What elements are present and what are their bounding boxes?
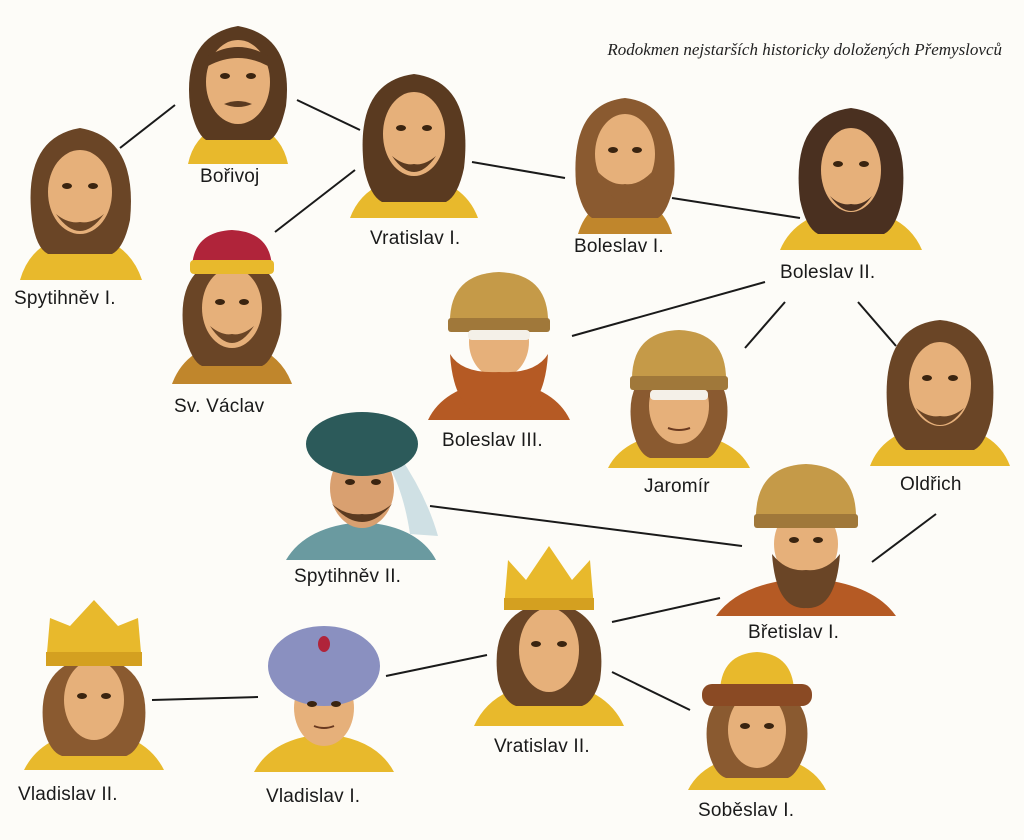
name-vladislav1: Vladislav I. xyxy=(266,786,360,808)
person-spytihnev2: Spytihněv II. xyxy=(286,404,446,594)
link-bretislav1-vratislav2 xyxy=(612,598,720,622)
person-spytihnev1: Spytihněv I. xyxy=(12,120,152,320)
name-borivoj: Bořivoj xyxy=(200,166,259,188)
portrait-vratislav2 xyxy=(474,540,624,726)
person-vratislav2: Vratislav II. xyxy=(474,540,624,768)
portrait-jaromir xyxy=(604,328,754,468)
name-bretislav1: Břetislav I. xyxy=(748,622,839,644)
name-svvaclav: Sv. Václav xyxy=(174,396,264,418)
portrait-boleslav2 xyxy=(776,104,926,250)
person-vladislav2: Vladislav II. xyxy=(24,600,164,812)
portrait-spytihnev1 xyxy=(12,120,152,280)
name-spytihnev2: Spytihněv II. xyxy=(294,566,401,588)
person-svvaclav: Sv. Václav xyxy=(162,224,302,424)
portrait-boleslav3 xyxy=(424,270,574,420)
person-boleslav3: Boleslav III. xyxy=(424,270,574,460)
name-jaromir: Jaromír xyxy=(644,476,710,498)
portrait-svvaclav xyxy=(162,224,302,384)
name-vladislav2: Vladislav II. xyxy=(18,784,118,806)
link-vratislav1-svvaclav xyxy=(275,170,355,232)
person-boleslav2: Boleslav II. xyxy=(776,104,926,294)
name-oldrich: Oldřich xyxy=(900,474,962,496)
name-sobeslav1: Soběslav I. xyxy=(698,800,794,822)
person-sobeslav1: Soběslav I. xyxy=(682,650,832,828)
name-vratislav1: Vratislav I. xyxy=(370,228,460,250)
link-vladislav1-vladislav2 xyxy=(152,697,258,700)
portrait-vladislav2 xyxy=(24,600,164,770)
portrait-oldrich xyxy=(866,316,1014,466)
portrait-vratislav1 xyxy=(344,68,484,218)
link-vratislav1-boleslav1 xyxy=(472,162,565,178)
name-boleslav2: Boleslav II. xyxy=(780,262,875,284)
name-boleslav1: Boleslav I. xyxy=(574,236,664,258)
portrait-spytihnev2 xyxy=(286,404,446,560)
name-boleslav3: Boleslav III. xyxy=(442,430,543,452)
name-spytihnev1: Spytihněv I. xyxy=(14,288,116,310)
portrait-borivoj xyxy=(168,14,308,164)
person-boleslav1: Boleslav I. xyxy=(560,94,690,264)
portrait-sobeslav1 xyxy=(682,650,832,790)
person-bretislav1: Břetislav I. xyxy=(716,462,896,652)
name-vratislav2: Vratislav II. xyxy=(494,736,590,758)
portrait-boleslav1 xyxy=(560,94,690,234)
link-vratislav2-vladislav1 xyxy=(386,655,487,676)
person-borivoj: Bořivoj xyxy=(168,14,308,164)
person-vratislav1: Vratislav I. xyxy=(344,68,484,258)
portrait-vladislav1 xyxy=(254,622,394,772)
person-vladislav1: Vladislav I. xyxy=(254,622,394,812)
portrait-bretislav1 xyxy=(716,462,896,616)
